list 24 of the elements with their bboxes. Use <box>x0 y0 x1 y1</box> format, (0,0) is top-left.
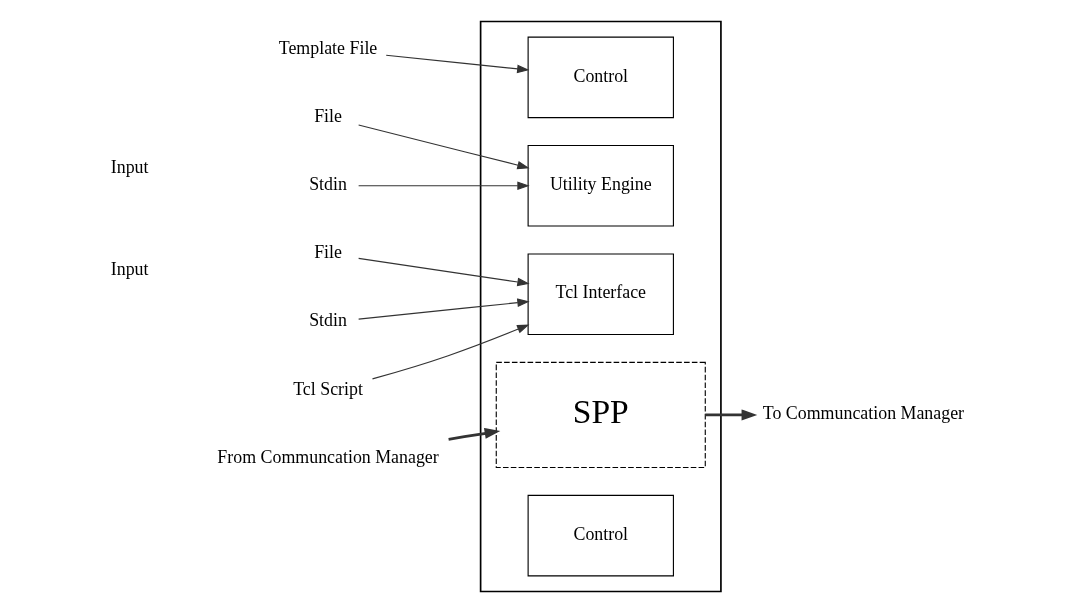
node-box: Control <box>527 36 674 119</box>
arrow <box>357 181 530 191</box>
node-box: Tcl Interface <box>527 253 674 335</box>
node-text: File <box>313 105 342 126</box>
arrow <box>447 428 500 441</box>
label: Input <box>110 157 149 178</box>
arrow <box>357 124 530 170</box>
node-box: Utility Engine <box>527 145 674 227</box>
arrow <box>371 324 529 380</box>
arrow <box>357 298 530 320</box>
node-text: Stdin <box>308 174 347 195</box>
node-text: File <box>313 242 342 263</box>
arrow <box>705 409 757 421</box>
node-text: To Communcation Manager <box>762 403 964 424</box>
node-box: SPP <box>495 361 706 468</box>
arrow <box>357 257 530 287</box>
node-text: Template File <box>278 37 377 58</box>
cluster <box>479 20 722 593</box>
node-text: Stdin <box>308 310 347 331</box>
node-text: From Communcation Manager <box>216 446 439 467</box>
label: Input <box>110 258 149 279</box>
arrow <box>385 54 529 74</box>
node-text: Tcl Script <box>292 378 363 399</box>
node-box: Control <box>527 494 674 577</box>
